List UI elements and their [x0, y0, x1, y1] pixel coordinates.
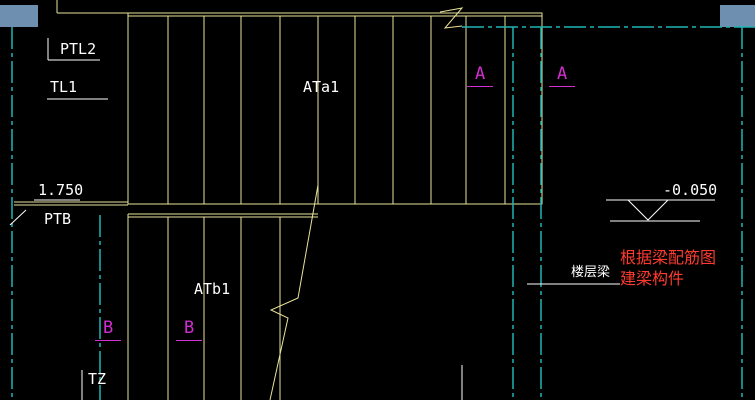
elevation-right-label: -0.050	[663, 181, 718, 199]
grid-label-a-1: A	[467, 66, 494, 87]
grid-label-b-2: B	[176, 320, 203, 341]
ptb-label: PTB	[44, 210, 72, 228]
annotation-line-1: 根据梁配筋图	[620, 248, 717, 267]
atb1-label: ATb1	[194, 280, 231, 298]
elevation-left-label: 1.750	[38, 181, 84, 199]
axis-lines	[11, 26, 755, 400]
tz-label: TZ	[88, 370, 107, 388]
ata1-label: ATa1	[303, 78, 340, 96]
tl1-label: TL1	[50, 78, 78, 96]
top-right-block	[720, 5, 755, 27]
top-left-block	[0, 5, 38, 27]
grid-label-b-1: B	[95, 320, 122, 341]
floor-beam-label: 楼层梁	[571, 265, 611, 280]
stair-flight-ata1	[14, 12, 543, 206]
ptl2-label: PTL2	[60, 40, 97, 58]
stair-flight-atb1	[127, 7, 464, 400]
grid-label-a-2: A	[549, 66, 576, 87]
annotation-note: 根据梁配筋图 建梁构件	[620, 247, 716, 289]
annotation-line-2: 建梁构件	[620, 269, 685, 288]
